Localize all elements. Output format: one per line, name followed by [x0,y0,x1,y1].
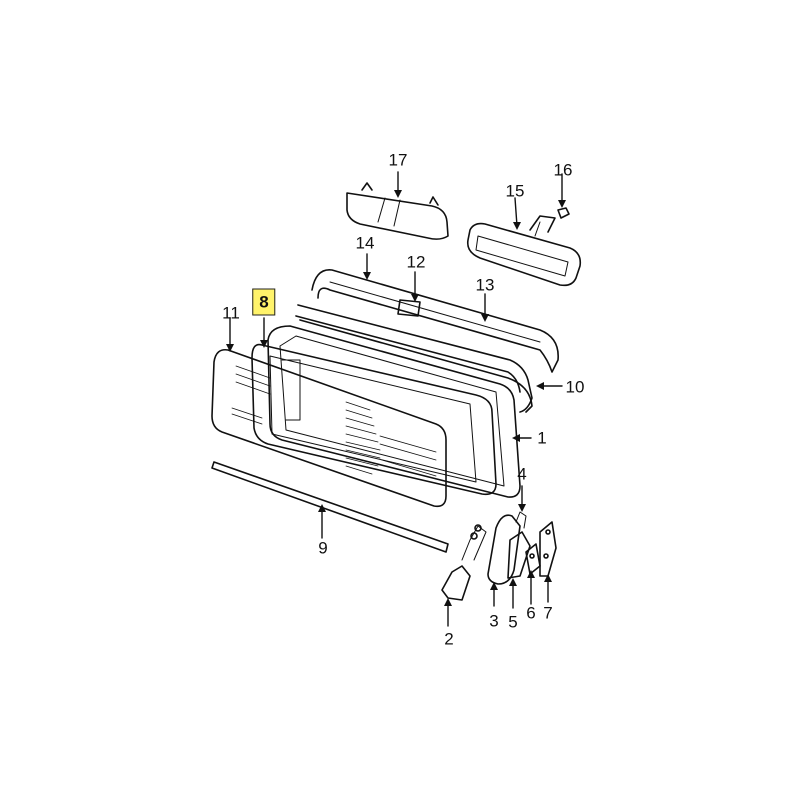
callout-11: 11 [222,303,240,323]
callout-3: 3 [489,611,499,631]
leader-arrowheads [226,190,566,606]
hinge-plate [525,543,541,575]
hinge-strap [539,521,557,577]
windshield-seal [251,343,497,496]
callout-1: 1 [537,428,547,448]
sun-visor [346,182,449,240]
rear-view-mirror [466,215,582,287]
weatherstrip [299,319,533,413]
callout-4: 4 [517,464,527,484]
callout-16: 16 [553,160,573,180]
callout-9: 9 [318,538,328,558]
lower-molding-strip [211,461,449,553]
callout-5: 5 [508,612,518,632]
header-molding [311,269,559,373]
callout-7: 7 [543,603,553,623]
mirror-mount-button [557,207,570,219]
header-panel [295,304,533,413]
callout-17: 17 [388,150,408,170]
callout-6: 6 [526,603,536,623]
callout-2: 2 [444,629,454,649]
hinge-bracket [507,511,531,579]
hinge [441,524,487,601]
callout-15: 15 [505,181,525,201]
callout-13: 13 [475,275,495,295]
windshield-frame [267,325,521,498]
windshield-glass [211,348,447,508]
header-bracket [397,299,421,317]
leader-lines [229,171,563,627]
callout-8-highlighted: 8 [252,288,276,316]
hinge-cover [487,514,521,585]
callout-12: 12 [406,252,426,272]
callout-14: 14 [355,233,375,253]
callout-10: 10 [565,377,585,397]
